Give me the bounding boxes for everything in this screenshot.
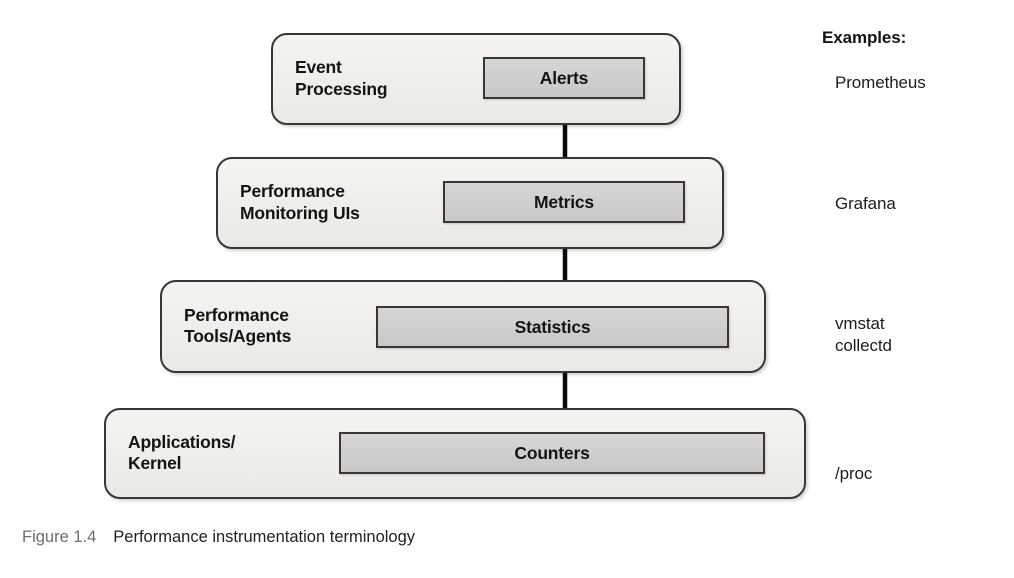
layer-label-event-processing: Event Processing [295, 57, 388, 99]
artifact-label-counters: Counters [514, 442, 590, 463]
example-applications-kernel: /proc [835, 464, 873, 483]
layer-label-performance-tools-agents: Performance Tools/Agents [184, 304, 292, 347]
figure-caption: Figure 1.4 Performance instrumentation te… [22, 528, 415, 547]
artifact-label-alerts: Alerts [539, 67, 589, 88]
artifact-label-statistics: Statistics [514, 316, 591, 337]
artifact-box-counters: Counters [339, 432, 765, 474]
artifact-box-alerts: Alerts [483, 57, 645, 99]
example-performance-tools-agents: vmstat collectd [835, 314, 892, 355]
artifact-label-metrics: Metrics [534, 191, 594, 212]
artifact-box-metrics: Metrics [443, 181, 685, 223]
example-performance-monitoring-uis: Grafana [835, 194, 896, 213]
artifact-box-statistics: Statistics [376, 306, 729, 348]
example-event-processing: Prometheus [835, 73, 926, 92]
figure-caption-text: Performance instrumentation terminology [113, 528, 416, 546]
layer-label-applications-kernel: Applications/ Kernel [128, 431, 236, 474]
layer-label-performance-monitoring-uis: Performance Monitoring UIs [240, 181, 360, 223]
figure-caption-number: Figure 1.4 [22, 528, 97, 546]
examples-column-title: Examples: [822, 28, 907, 47]
